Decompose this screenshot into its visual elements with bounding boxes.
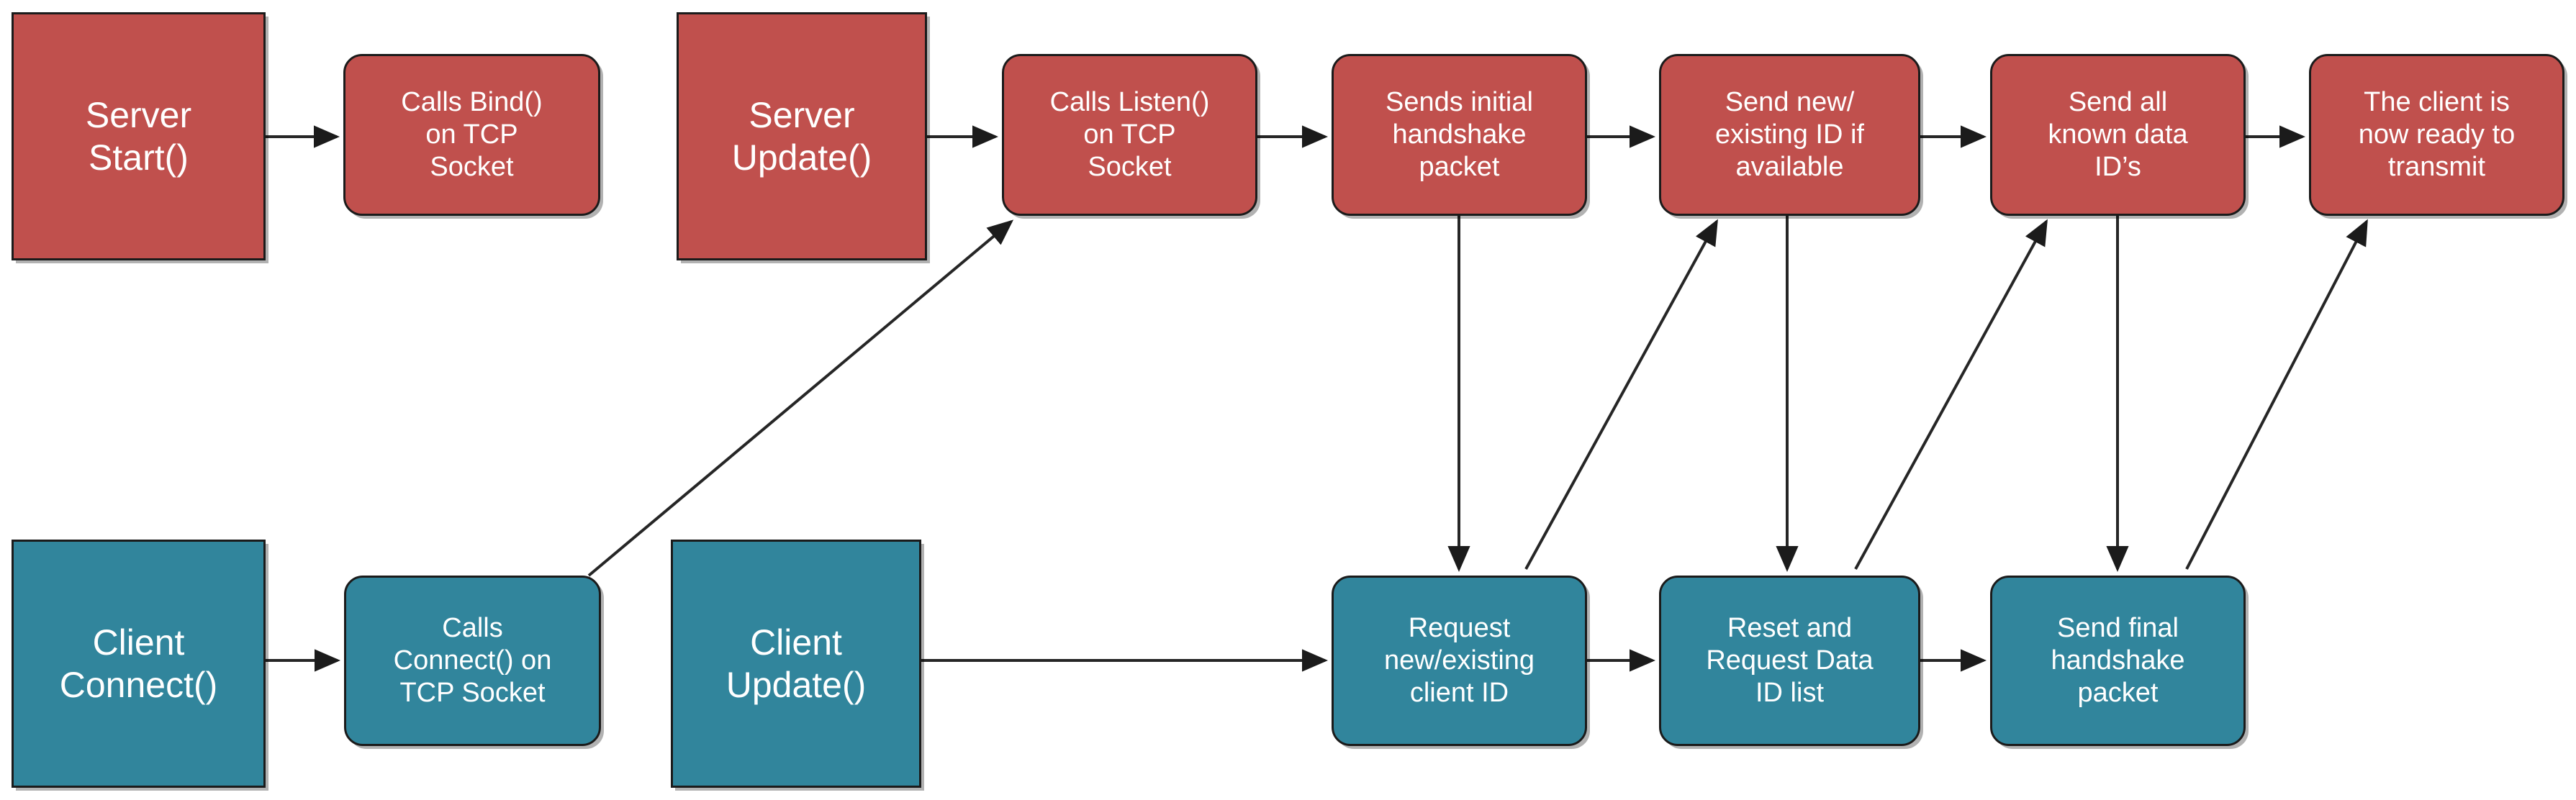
node-label-client-update: Client Update() xyxy=(726,622,867,705)
node-calls-listen[interactable]: Calls Listen() on TCP Socket xyxy=(1002,54,1257,216)
node-label-client-connect: Client Connect() xyxy=(59,622,218,705)
edge-calls-connect-to-calls-listen xyxy=(587,219,1014,577)
node-request-client-id[interactable]: Request new/existing client ID xyxy=(1332,576,1587,746)
node-label-server-start: Server Start() xyxy=(85,94,192,178)
node-calls-bind[interactable]: Calls Bind() on TCP Socket xyxy=(343,54,600,216)
node-sends-initial[interactable]: Sends initial handshake packet xyxy=(1332,54,1587,216)
node-send-data-ids[interactable]: Send all known data ID’s xyxy=(1990,54,2246,216)
node-label-send-final: Send final handshake packet xyxy=(2051,613,2185,708)
node-send-id[interactable]: Send new/ existing ID if available xyxy=(1659,54,1920,216)
edge-reset-to-send-data-ids xyxy=(1854,219,2048,570)
node-label-calls-listen: Calls Listen() on TCP Socket xyxy=(1049,87,1210,182)
node-label-send-id: Send new/ existing ID if available xyxy=(1715,87,1864,182)
node-send-final[interactable]: Send final handshake packet xyxy=(1990,576,2246,746)
node-client-update[interactable]: Client Update() xyxy=(671,540,921,788)
edge-send-final-to-client-ready xyxy=(2185,219,2368,570)
node-label-sends-initial: Sends initial handshake packet xyxy=(1386,87,1533,182)
node-client-connect[interactable]: Client Connect() xyxy=(12,540,266,788)
node-label-reset-request-data: Reset and Request Data ID list xyxy=(1706,613,1874,708)
node-calls-connect[interactable]: Calls Connect() on TCP Socket xyxy=(344,576,601,746)
node-reset-request-data[interactable]: Reset and Request Data ID list xyxy=(1659,576,1920,746)
node-label-server-update: Server Update() xyxy=(731,94,872,178)
node-label-calls-connect: Calls Connect() on TCP Socket xyxy=(393,613,552,708)
edge-request-to-send-id xyxy=(1524,219,1718,570)
node-label-calls-bind: Calls Bind() on TCP Socket xyxy=(401,87,543,182)
node-label-request-client-id: Request new/existing client ID xyxy=(1383,613,1535,708)
node-client-ready[interactable]: The client is now ready to transmit xyxy=(2309,54,2564,216)
node-server-update[interactable]: Server Update() xyxy=(677,12,927,260)
node-label-client-ready: The client is now ready to transmit xyxy=(2358,87,2516,182)
node-server-start[interactable]: Server Start() xyxy=(12,12,266,260)
node-label-send-data-ids: Send all known data ID’s xyxy=(2048,87,2188,182)
